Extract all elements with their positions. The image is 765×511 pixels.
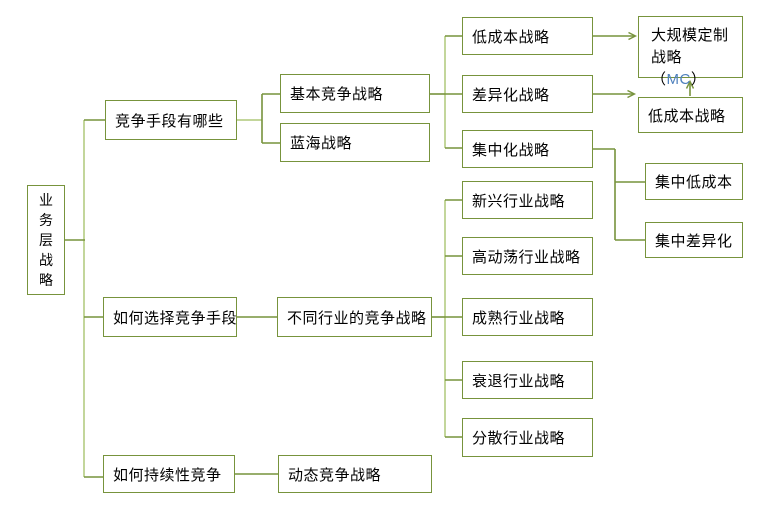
node-label: 低成本战略 [472, 28, 550, 46]
node-label: 蓝海战略 [290, 135, 353, 152]
node-differentiation-strategy[interactable]: 差异化战略 [462, 75, 593, 113]
node-label: 基本竞争战略 [290, 86, 384, 103]
node-label-suffix: ） [690, 71, 707, 88]
node-label: 集中差异化 [655, 232, 733, 250]
node-label: 如何选择竞争手段 [113, 309, 238, 327]
node-focused-differentiation[interactable]: 集中差异化 [645, 222, 743, 258]
node-label: 动态竞争战略 [288, 466, 382, 484]
node-declining-industry-strategy[interactable]: 衰退行业战略 [462, 361, 593, 399]
node-business-level-strategy[interactable]: 业务层战略 [27, 185, 65, 295]
node-label-mc-code: MC [666, 71, 691, 88]
node-fragmented-industry-strategy[interactable]: 分散行业战略 [462, 418, 593, 457]
node-focus-strategy[interactable]: 集中化战略 [462, 130, 593, 168]
node-label: 高动荡行业战略 [472, 248, 581, 266]
node-mature-industry-strategy[interactable]: 成熟行业战略 [462, 298, 593, 336]
node-focused-low-cost[interactable]: 集中低成本 [645, 163, 743, 200]
node-low-cost-strategy[interactable]: 低成本战略 [462, 17, 593, 55]
node-industry-competitive-strategies[interactable]: 不同行业的竞争战略 [277, 297, 432, 337]
node-label: 成熟行业战略 [472, 309, 566, 327]
node-label: 业务层战略 [39, 192, 53, 288]
node-which-competitive-methods[interactable]: 竞争手段有哪些 [105, 100, 237, 140]
node-label: 分散行业战略 [472, 430, 566, 447]
node-label: 集中化战略 [472, 141, 550, 159]
node-how-to-compete-sustainably[interactable]: 如何持续性竞争 [103, 455, 235, 493]
node-turbulent-industry-strategy[interactable]: 高动荡行业战略 [462, 237, 593, 275]
node-dynamic-competitive-strategy[interactable]: 动态竞争战略 [278, 455, 432, 493]
node-label: 如何持续性竞争 [113, 466, 222, 484]
node-mass-customization-strategy[interactable]: 大规模定制战略（MC） [638, 16, 743, 88]
node-blue-ocean-strategy[interactable]: 蓝海战略 [280, 123, 430, 162]
node-basic-competitive-strategy[interactable]: 基本竞争战略 [280, 74, 430, 113]
node-label: 衰退行业战略 [472, 372, 566, 390]
node-emerging-industry-strategy[interactable]: 新兴行业战略 [462, 181, 593, 219]
node-label: 集中低成本 [655, 174, 733, 191]
node-label: 不同行业的竞争战略 [287, 309, 427, 327]
node-label: 低成本战略 [648, 107, 726, 125]
node-label: 差异化战略 [472, 86, 550, 104]
node-how-to-choose-methods[interactable]: 如何选择竞争手段 [103, 297, 237, 337]
node-label: 新兴行业战略 [472, 192, 566, 210]
node-label-prefix: 大规模定制战略（ [651, 27, 729, 88]
node-label: 竞争手段有哪些 [115, 112, 224, 130]
node-low-cost-strategy-2[interactable]: 低成本战略 [638, 97, 743, 133]
